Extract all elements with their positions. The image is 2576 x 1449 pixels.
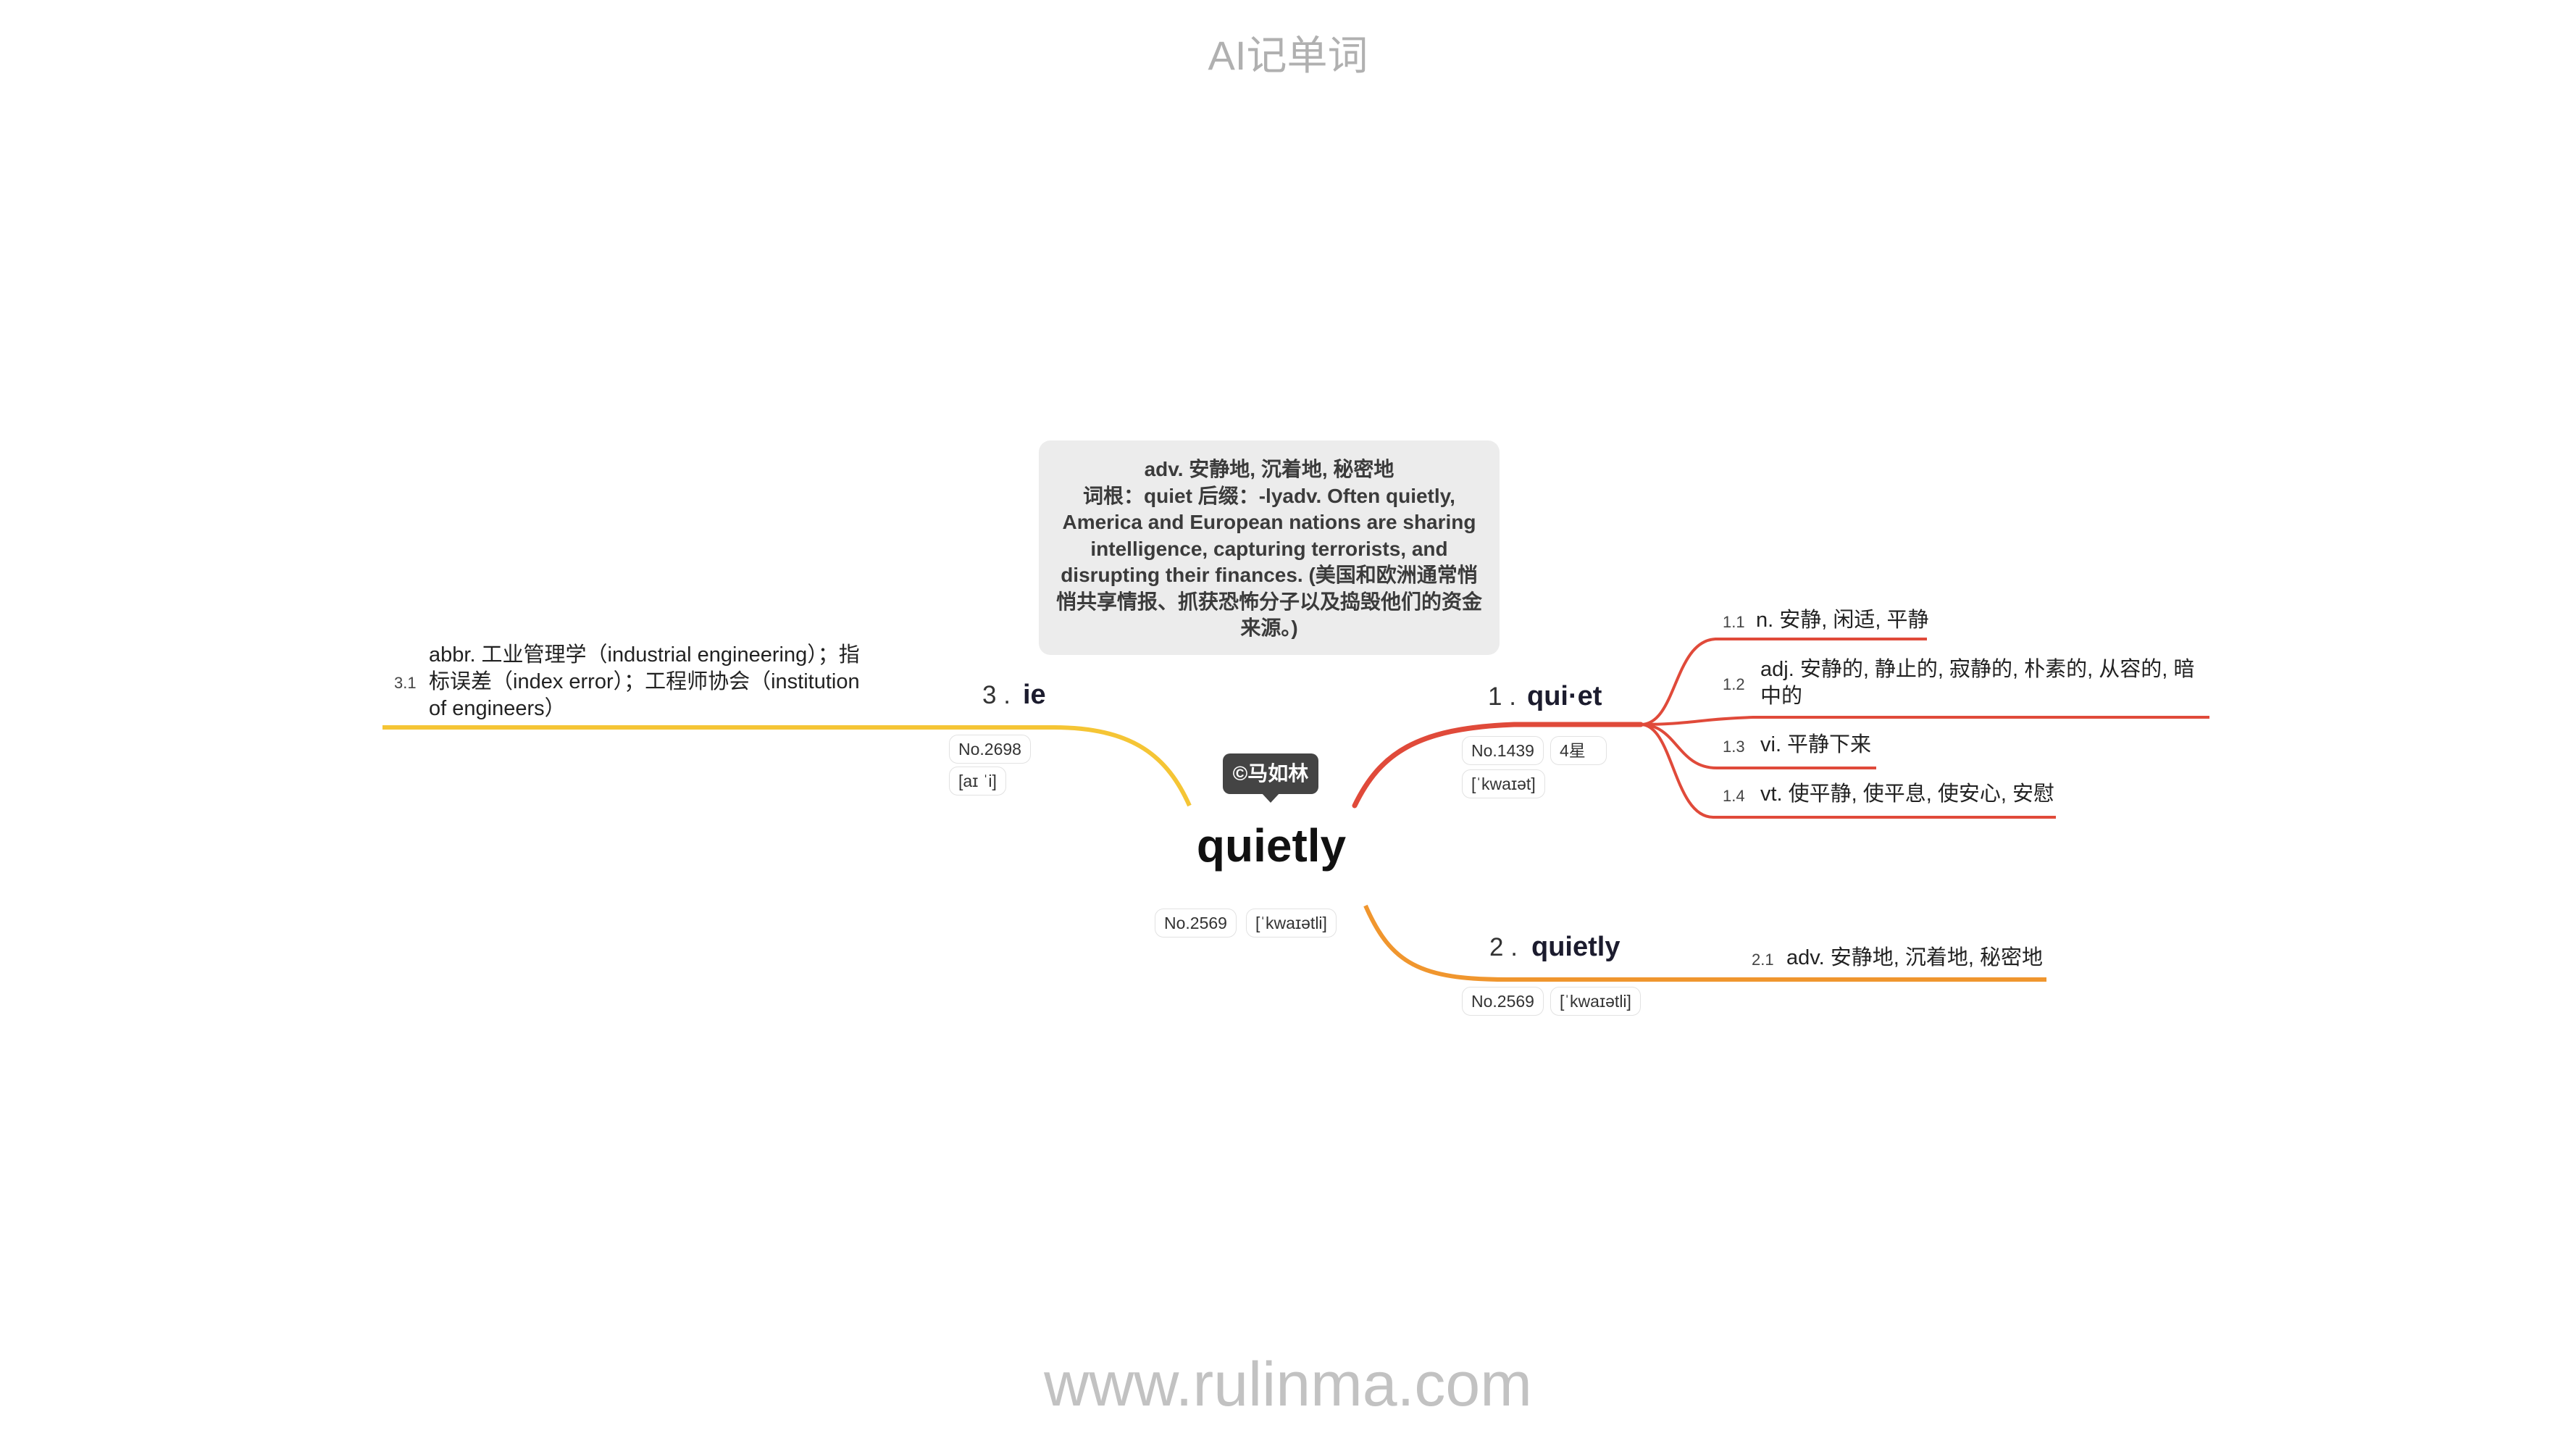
subtopic-1-3-text[interactable]: vi. 平静下来 [1760, 733, 1872, 756]
subtopic-1-1-text[interactable]: n. 安静, 闲适, 平静 [1756, 609, 1929, 632]
note-line-definition: adv. 安静地, 沉着地, 秘密地 [1144, 458, 1394, 480]
branch-1-word[interactable]: qui·et [1527, 681, 1602, 711]
subtopic-1-2-index: 1.2 [1723, 675, 1745, 693]
connector-center-to-branch-2 [1363, 904, 2046, 982]
branch-2-no-badge: No.2569 [1462, 987, 1544, 1016]
subtopic-3-1-text[interactable]: abbr. 工业管理学（industrial engineering）；指标误差… [429, 643, 860, 720]
connector-center-to-branch-1 [1352, 722, 1644, 809]
author-tag-pointer [1261, 793, 1280, 803]
branch-1-no-badge: No.1439 [1462, 736, 1544, 765]
author-tag: ©马如林 [1223, 753, 1318, 794]
branch-2-number: 2 . [1489, 933, 1518, 961]
branch-1-phonetic-badge: [ˈkwaɪət] [1462, 769, 1545, 798]
connector-center-to-branch-3 [382, 725, 1192, 807]
branch-3-number: 3 . [982, 681, 1011, 709]
app-title: AI记单词 [1208, 33, 1368, 78]
note-line-etymology-example: 词根：quiet 后缀：-lyadv. Often quietly, Ameri… [1056, 484, 1483, 640]
branch-1-number: 1 . [1488, 682, 1516, 711]
branch-3-word[interactable]: ie [1023, 680, 1046, 710]
subtopic-1-3-index: 1.3 [1723, 738, 1745, 756]
branch-3-phonetic-badge: [aɪ ˈi] [949, 767, 1006, 796]
branch-2-word[interactable]: quietly [1531, 932, 1621, 962]
connector-branch-1-to-1-1 [1640, 638, 1927, 726]
central-phonetic-badge: [ˈkwaɪətli] [1246, 909, 1337, 938]
central-topic-word[interactable]: quietly [1196, 819, 1347, 872]
subtopic-2-1-text[interactable]: adv. 安静地, 沉着地, 秘密地 [1786, 946, 2043, 969]
subtopic-1-2-text[interactable]: adj. 安静的, 静止的, 寂静的, 朴素的, 从容的, 暗中的 [1760, 658, 2195, 708]
watermark-url: www.rulinma.com [1044, 1350, 1532, 1419]
subtopic-2-1-index: 2.1 [1752, 951, 1774, 969]
subtopic-1-1-index: 1.1 [1723, 613, 1745, 631]
central-no-badge: No.2569 [1155, 909, 1237, 938]
definition-note: adv. 安静地, 沉着地, 秘密地 词根：quiet 后缀：-lyadv. O… [1039, 440, 1500, 655]
branch-1-stars-badge: 4星 [1550, 736, 1607, 765]
subtopic-1-4-text[interactable]: vt. 使平静, 使平息, 使安心, 安慰 [1760, 782, 2055, 806]
subtopic-1-4-index: 1.4 [1723, 787, 1745, 805]
connector-branch-1-to-1-3 [1640, 723, 1876, 769]
branch-3-no-badge: No.2698 [949, 735, 1031, 764]
connector-branch-1-to-1-2 [1640, 716, 2209, 726]
connector-branch-1-to-1-4 [1640, 723, 2056, 819]
subtopic-3-1-index: 3.1 [394, 674, 417, 692]
branch-2-phonetic-badge: [ˈkwaɪətli] [1550, 987, 1641, 1016]
